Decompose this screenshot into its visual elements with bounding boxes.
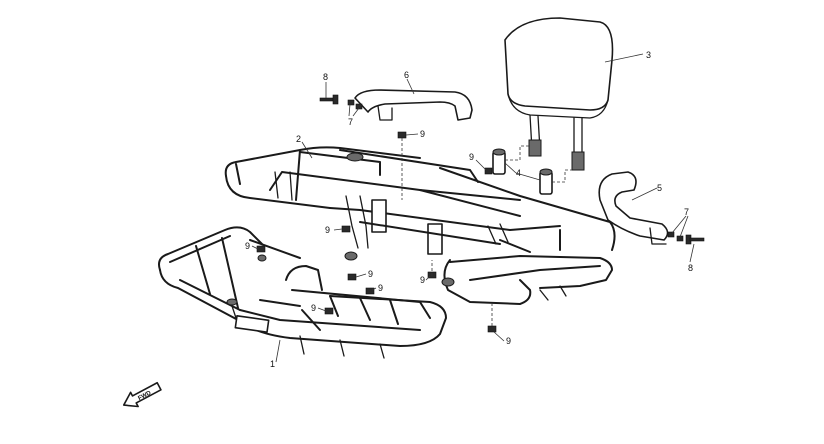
- callout-part-7-left: 7: [348, 117, 353, 127]
- washer-7-right-a: [667, 231, 675, 238]
- nut-9-g: [487, 325, 497, 333]
- backrest-spacers: [492, 148, 553, 195]
- callout-part-2: 2: [296, 134, 301, 144]
- washer-7-left-a: [347, 99, 355, 106]
- assembly-guide-lines: [401, 138, 572, 326]
- callout-part-4: 4: [516, 168, 521, 178]
- callout-part-9-b: 9: [469, 152, 474, 162]
- nut-9-c: [341, 225, 351, 233]
- rear-rack: [224, 146, 616, 305]
- bolt-8-left: [319, 94, 339, 105]
- nut-9-h: [256, 245, 266, 253]
- callout-part-7-right: 7: [684, 207, 689, 217]
- callout-part-6: 6: [404, 70, 409, 80]
- fastener-hardware: [256, 94, 705, 333]
- callout-part-9-g: 9: [311, 303, 316, 313]
- callout-part-9-d: 9: [368, 269, 373, 279]
- front-rack: [158, 226, 447, 359]
- nut-9-i: [324, 307, 334, 315]
- callout-part-9-a: 9: [420, 129, 425, 139]
- bolt-8-right: [685, 234, 705, 245]
- callout-part-9-f: 9: [245, 241, 250, 251]
- callout-part-8-left: 8: [323, 72, 328, 82]
- nut-9-e: [365, 287, 375, 295]
- nut-9-b: [484, 167, 493, 175]
- nut-9-d: [347, 273, 357, 281]
- callout-part-9-c: 9: [325, 225, 330, 235]
- leader-lines: [251, 53, 695, 363]
- callout-part-3: 3: [646, 50, 651, 60]
- callout-part-9-h: 9: [420, 275, 425, 285]
- callout-labels: 1 2 3 4 5 6 7 7 8 8 9 9 9 9 9 9 9 9 9: [245, 50, 693, 369]
- washer-7-left-b: [355, 103, 363, 110]
- callout-part-5: 5: [657, 183, 662, 193]
- callout-part-9-e: 9: [378, 283, 383, 293]
- grab-handle-left: [354, 89, 473, 121]
- callout-part-8-right: 8: [688, 263, 693, 273]
- callout-part-9-i: 9: [506, 336, 511, 346]
- backrest-pad: [504, 17, 614, 171]
- nut-9-a: [397, 131, 407, 139]
- grab-handle-right: [598, 171, 669, 245]
- forward-direction-arrow: FWD: [122, 381, 162, 408]
- callout-part-1: 1: [270, 359, 275, 369]
